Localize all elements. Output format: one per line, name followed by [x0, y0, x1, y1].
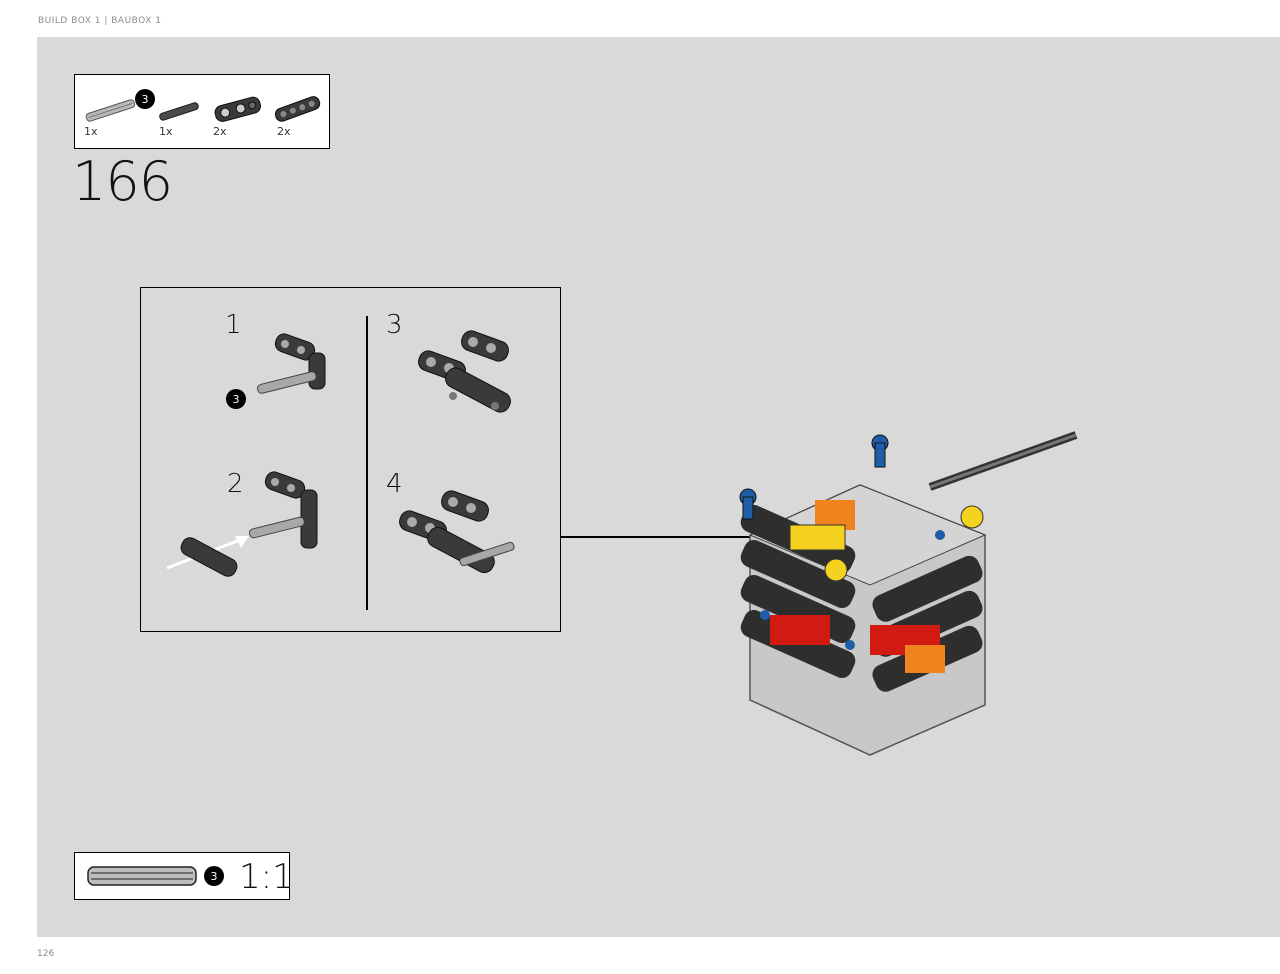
- subassembly-box: 1 3 2 4 3: [140, 287, 561, 632]
- part-cross-block-image: [214, 96, 261, 122]
- part-badge-label: 3: [142, 93, 149, 106]
- scale-ratio: 1:1: [239, 857, 294, 897]
- step-number: 166: [72, 150, 173, 213]
- part-thin-beam-image: [274, 96, 321, 122]
- substep-label-3: 3: [386, 310, 403, 340]
- part-qty-4: 2x: [277, 125, 291, 138]
- page-header: BUILD BOX 1 | BAUBOX 1: [38, 16, 162, 26]
- scale-check-box: 3 1:1: [74, 852, 294, 900]
- part-axle-long-image: [85, 99, 136, 122]
- subassembly-divider: [366, 316, 368, 610]
- substep-label-4: 4: [386, 469, 403, 499]
- parts-list-box: 3 1x 1x 2x 2x: [74, 74, 330, 149]
- part-qty-1: 1x: [84, 125, 98, 138]
- scale-badge-icon: 3: [204, 866, 224, 886]
- page-number: 126: [37, 949, 55, 959]
- substep-label-1: 1: [225, 310, 242, 340]
- substep-badge-label: 3: [233, 393, 240, 406]
- substep-label-2: 2: [227, 469, 244, 499]
- substep-3-illustration: [418, 330, 511, 413]
- main-model-illustration: [739, 431, 1078, 756]
- part-axle-short-image: [159, 102, 199, 121]
- scale-badge-label: 3: [211, 870, 218, 883]
- part-badge-icon: 3: [135, 89, 155, 109]
- substep-2-illustration: [166, 471, 318, 577]
- substep-1-illustration: 3: [226, 333, 326, 409]
- part-qty-2: 1x: [159, 125, 173, 138]
- part-qty-3: 2x: [213, 125, 227, 138]
- callout-line: [560, 536, 822, 538]
- substep-4-illustration: [399, 490, 515, 574]
- scale-axle-image: [87, 866, 197, 886]
